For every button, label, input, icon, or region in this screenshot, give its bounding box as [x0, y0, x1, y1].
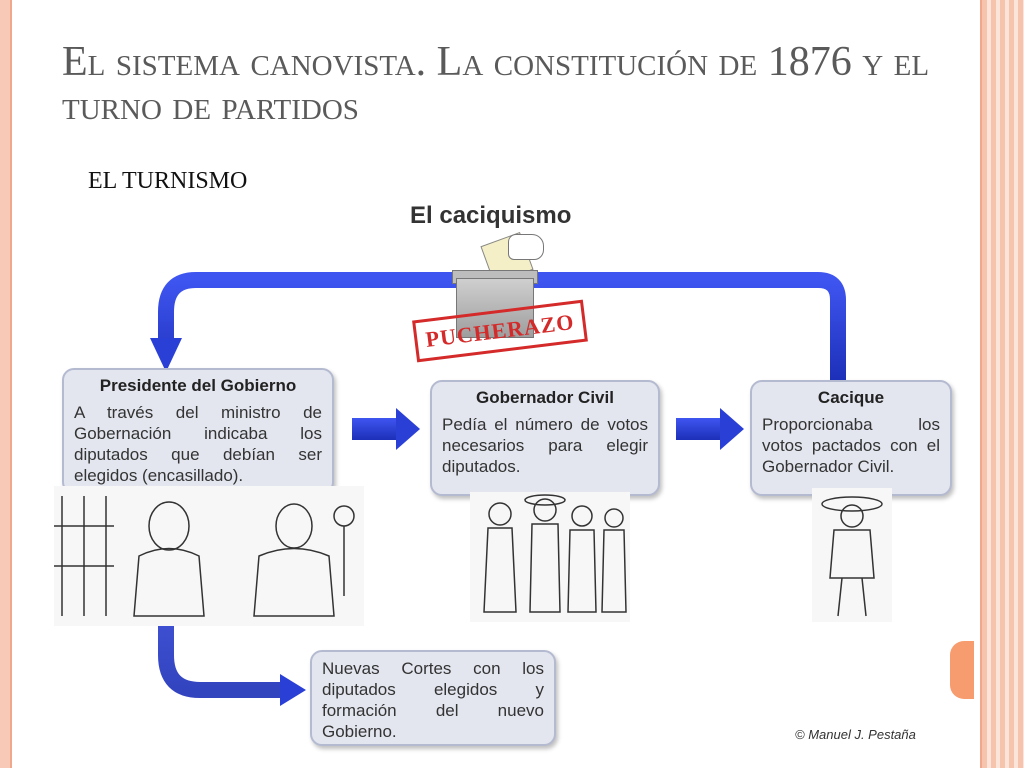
caricature-gobernador-illustration — [470, 492, 630, 622]
down-arrowhead — [280, 674, 306, 706]
node-gobernador: Gobernador Civil Pedía el número de voto… — [430, 380, 660, 496]
node-nuevas-cortes: Nuevas Cortes con los diputados elegidos… — [310, 650, 556, 746]
return-loop-arrowhead — [150, 338, 182, 372]
slide-title: El sistema canovista. La constitución de… — [62, 39, 930, 129]
flow-arrow-2-shaft — [676, 418, 722, 440]
left-border — [0, 0, 10, 768]
ballot-box-icon — [456, 278, 534, 338]
flow-arrow-1-head — [396, 408, 420, 450]
caricature-presidente-illustration — [54, 486, 364, 626]
node-presidente-heading: Presidente del Gobierno — [99, 376, 297, 395]
left-border-line — [10, 0, 12, 768]
right-stripes — [982, 0, 1024, 768]
slide-subtitle: EL TURNISMO — [88, 168, 248, 194]
flow-arrow-2-head — [720, 408, 744, 450]
node-cacique-heading: Cacique — [817, 388, 885, 407]
node-nuevas-cortes-text: Nuevas Cortes con los diputados elegidos… — [322, 659, 544, 741]
right-border-line — [980, 0, 982, 768]
side-tab — [950, 641, 974, 699]
node-presidente: Presidente del Gobierno A través del min… — [62, 368, 334, 494]
diagram-title: El caciquismo — [410, 202, 572, 229]
node-gobernador-heading: Gobernador Civil — [476, 388, 614, 407]
flow-arrow-1-shaft — [352, 418, 398, 440]
copyright-note: © Manuel J. Pestaña — [795, 727, 916, 742]
node-gobernador-text: Pedía el número de votos necesarios para… — [442, 415, 648, 476]
node-cacique: Cacique Proporcionaba los votos pactados… — [750, 380, 952, 496]
node-presidente-text: A través del ministro de Gobernación ind… — [74, 403, 322, 485]
hand-icon — [508, 234, 544, 260]
caricature-cacique-illustration — [812, 488, 892, 622]
down-arrow — [158, 500, 282, 698]
node-cacique-text: Proporcionaba los votos pactados con el … — [762, 415, 940, 476]
